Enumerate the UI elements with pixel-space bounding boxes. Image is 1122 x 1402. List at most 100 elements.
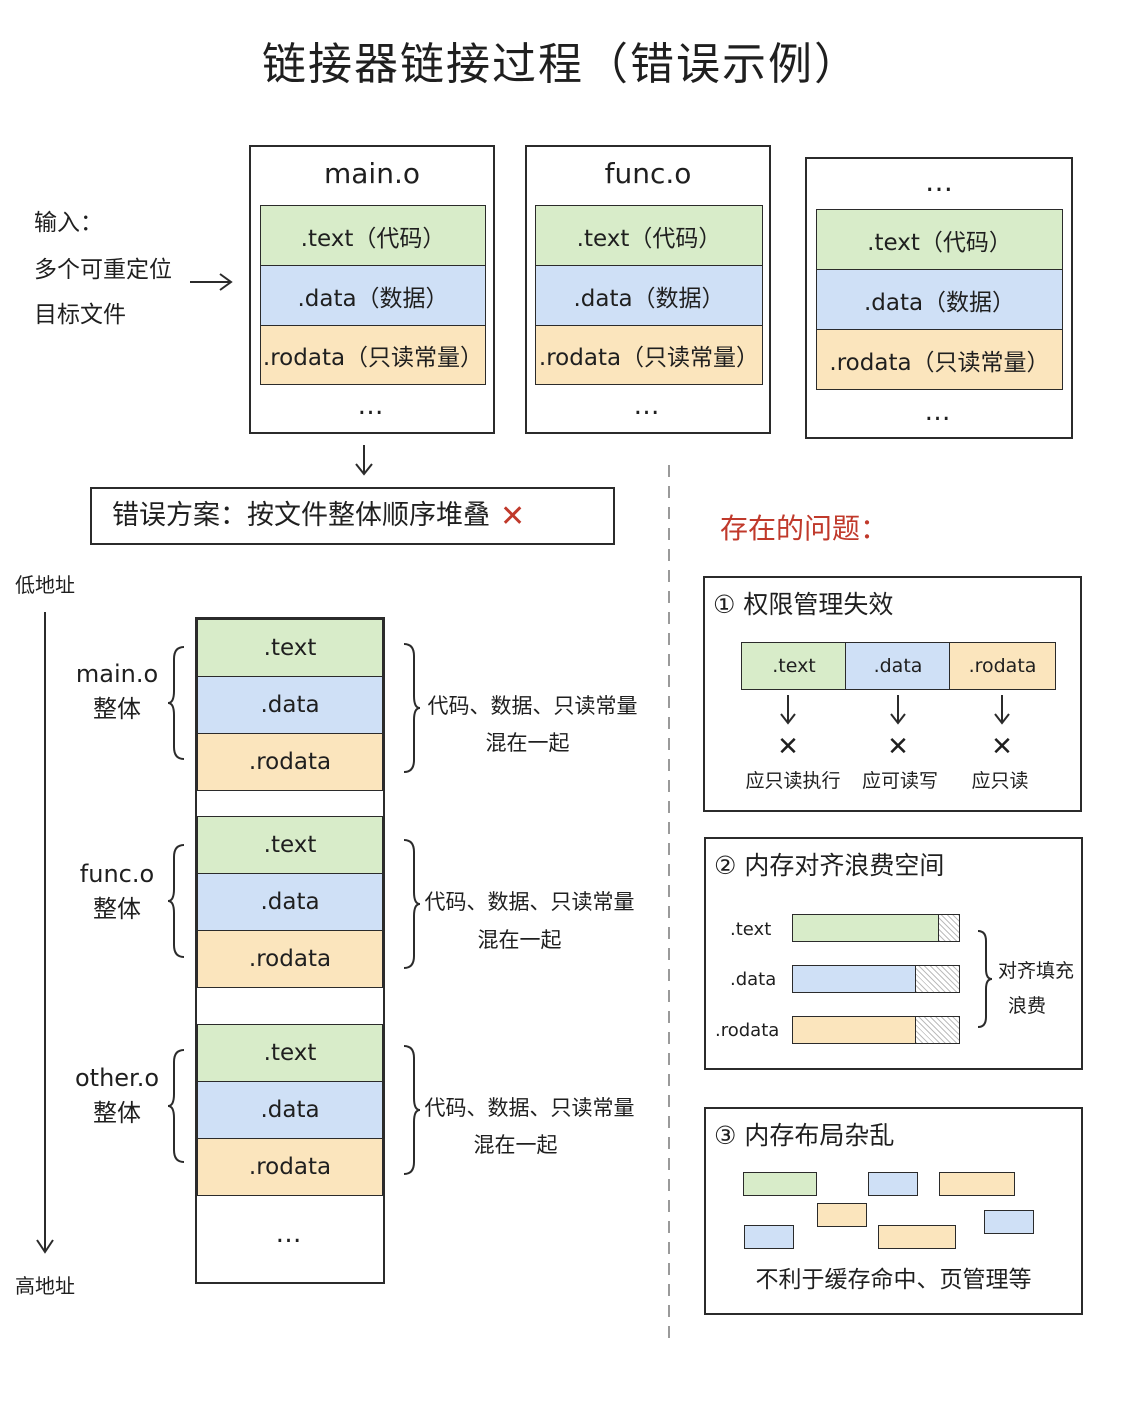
group-note-line1: 代码、数据、只读常量 xyxy=(424,890,635,914)
problem-title: ① 权限管理失效 xyxy=(713,590,894,619)
group-note-line2: 混在一起 xyxy=(477,928,562,952)
stack-section-rodata: .rodata xyxy=(197,733,383,791)
align-label-rodata: .rodata xyxy=(715,1020,780,1041)
object-ellipsis: … xyxy=(633,391,663,421)
stack-section-data: .data xyxy=(197,873,383,931)
group-sub: 整体 xyxy=(93,695,141,723)
perm-section-text: .text xyxy=(741,642,847,690)
wrong-cross-icon: ✕ xyxy=(500,498,526,534)
wrong-scheme-label: 错误方案：按文件整体顺序堆叠 xyxy=(112,499,490,531)
section-text: .text（代码） xyxy=(816,209,1063,270)
down-arrow-icon xyxy=(994,695,1010,725)
section-rodata: .rodata（只读常量） xyxy=(535,325,763,385)
layout-caption: 不利于缓存命中、页管理等 xyxy=(755,1267,1032,1293)
group-sub: 整体 xyxy=(93,895,141,923)
scattered-block-rodata xyxy=(817,1203,867,1227)
down-arrow-icon xyxy=(355,445,373,476)
group-name: func.o xyxy=(79,860,155,888)
input-label-line1: 输入： xyxy=(34,210,103,236)
input-arrow-icon xyxy=(190,273,233,291)
align-note-line1: 对齐填充 xyxy=(998,960,1075,982)
object-name: main.o xyxy=(324,157,420,190)
perm-section-data: .data xyxy=(845,642,951,690)
right-brace-icon xyxy=(403,839,421,969)
align-fill xyxy=(793,966,916,992)
stack-section-data: .data xyxy=(197,1081,383,1139)
wrong-scheme-banner: 错误方案：按文件整体顺序堆叠 ✕ xyxy=(90,487,615,545)
cross-icon: ✕ xyxy=(887,732,909,762)
section-data: .data（数据） xyxy=(816,269,1063,331)
problem-permission-panel: ① 权限管理失效 .text .data .rodata ✕ ✕ ✕ 应只读执行… xyxy=(703,576,1082,812)
object-file-func: func.o .text（代码） .data（数据） .rodata（只读常量）… xyxy=(525,145,771,434)
scattered-block-data xyxy=(868,1172,918,1196)
right-brace-icon xyxy=(403,1045,421,1175)
stack-section-text: .text xyxy=(197,816,383,874)
right-brace-icon xyxy=(977,930,993,1028)
group-note-line2: 混在一起 xyxy=(473,1133,558,1157)
section-text: .text（代码） xyxy=(535,205,763,266)
problem-title: ③ 内存布局杂乱 xyxy=(714,1121,895,1150)
scattered-block-text xyxy=(743,1172,817,1196)
stack-section-data: .data xyxy=(197,676,383,734)
section-rodata: .rodata（只读常量） xyxy=(260,325,486,385)
align-label-text: .text xyxy=(730,919,772,940)
stack-section-rodata: .rodata xyxy=(197,1138,383,1196)
perm-result: 应只读执行 xyxy=(745,770,841,792)
perm-result: 应只读 xyxy=(971,770,1029,792)
address-arrow-icon xyxy=(36,612,54,1254)
left-brace-icon xyxy=(167,646,185,760)
group-name: main.o xyxy=(75,660,159,688)
align-fill xyxy=(793,1017,916,1043)
object-ellipsis: … xyxy=(924,397,954,427)
object-file-other: … .text（代码） .data（数据） .rodata（只读常量） … xyxy=(805,157,1073,439)
scattered-block-rodata xyxy=(878,1225,956,1249)
object-ellipsis: … xyxy=(357,391,387,421)
down-arrow-icon xyxy=(890,695,906,725)
down-arrow-icon xyxy=(780,695,796,725)
scattered-block-rodata xyxy=(939,1172,1015,1196)
object-name: func.o xyxy=(604,157,692,190)
section-data: .data（数据） xyxy=(535,265,763,327)
left-brace-icon xyxy=(167,844,185,958)
perm-result: 应可读写 xyxy=(861,770,938,792)
align-bar-rodata xyxy=(792,1016,960,1044)
stack-gap xyxy=(197,790,383,817)
input-label-line2: 多个可重定位 xyxy=(34,257,172,283)
stack-section-text: .text xyxy=(197,619,383,677)
stack-ellipsis: … xyxy=(275,1219,305,1249)
scattered-block-data xyxy=(984,1210,1034,1234)
problem-alignment-panel: ② 内存对齐浪费空间 .text .data .rodata 对齐填充 浪费 xyxy=(704,837,1083,1070)
high-address-label: 高地址 xyxy=(15,1274,75,1298)
section-data: .data（数据） xyxy=(260,265,486,327)
group-note-line1: 代码、数据、只读常量 xyxy=(427,694,638,718)
stack-section-text: .text xyxy=(197,1024,383,1082)
right-brace-icon xyxy=(403,643,421,773)
group-name: other.o xyxy=(74,1064,160,1092)
problem-title: ② 内存对齐浪费空间 xyxy=(714,851,945,880)
low-address-label: 低地址 xyxy=(15,573,75,597)
align-bar-text xyxy=(792,914,960,942)
problems-heading: 存在的问题： xyxy=(720,512,889,545)
memory-stack: .text .data .rodata .text .data .rodata … xyxy=(195,617,385,1284)
section-text: .text（代码） xyxy=(260,205,486,266)
align-label-data: .data xyxy=(730,969,777,990)
stack-section-rodata: .rodata xyxy=(197,930,383,988)
group-note-line1: 代码、数据、只读常量 xyxy=(424,1096,635,1120)
align-bar-data xyxy=(792,965,960,993)
left-brace-icon xyxy=(167,1049,185,1163)
perm-section-rodata: .rodata xyxy=(949,642,1056,690)
align-note-line2: 浪费 xyxy=(1008,995,1047,1017)
vertical-divider xyxy=(668,465,670,1340)
problem-layout-panel: ③ 内存布局杂乱 不利于缓存命中、页管理等 xyxy=(704,1107,1083,1315)
scattered-block-data xyxy=(744,1225,794,1249)
group-sub: 整体 xyxy=(93,1099,141,1127)
section-rodata: .rodata（只读常量） xyxy=(816,329,1063,390)
page-title: 链接器链接过程（错误示例） xyxy=(262,39,860,90)
input-label-line3: 目标文件 xyxy=(34,302,126,328)
cross-icon: ✕ xyxy=(777,732,799,762)
cross-icon: ✕ xyxy=(991,732,1013,762)
align-fill xyxy=(793,915,940,941)
object-name: … xyxy=(925,165,953,198)
object-file-main: main.o .text（代码） .data（数据） .rodata（只读常量）… xyxy=(249,145,495,434)
group-note-line2: 混在一起 xyxy=(485,731,570,755)
